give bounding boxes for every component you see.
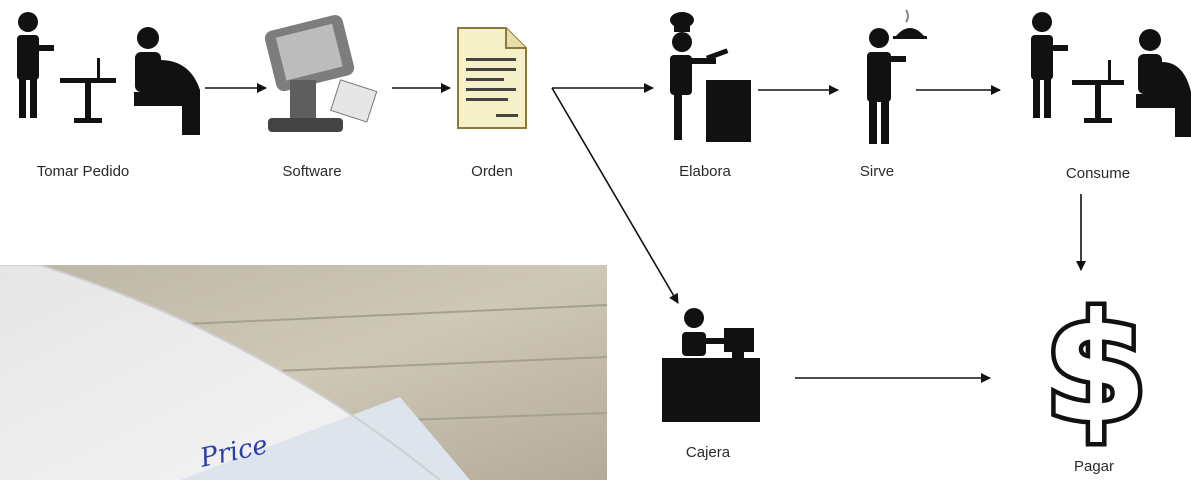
waiter-serving-icon [867, 9, 927, 144]
node-label-cajera: Cajera [685, 444, 731, 461]
node-label-elabora: Elabora [679, 163, 731, 180]
node-label-orden: Orden [471, 163, 513, 180]
svg-text:$: $ [1044, 282, 1148, 456]
node-label-software: Software [282, 163, 342, 180]
node-label-pagar: Pagar [1073, 458, 1115, 475]
node-label-sirve: Sirve [859, 163, 895, 180]
waiter-and-diner-icon [17, 12, 200, 135]
dollar-icon: $ [1039, 278, 1152, 461]
waiter-and-diner-icon [1031, 12, 1191, 137]
flow-arrows [205, 83, 1086, 383]
node-label-consume: Consume [1065, 165, 1131, 182]
pos-terminal-icon [264, 15, 378, 132]
arrow-orden-to-cajera [551, 87, 679, 304]
node-label-tomar-pedido: Tomar Pedido [36, 163, 130, 180]
cashier-icon [662, 308, 760, 422]
document-icon [457, 27, 527, 129]
receipt-photo: Price [0, 265, 607, 480]
chef-icon [670, 12, 751, 142]
